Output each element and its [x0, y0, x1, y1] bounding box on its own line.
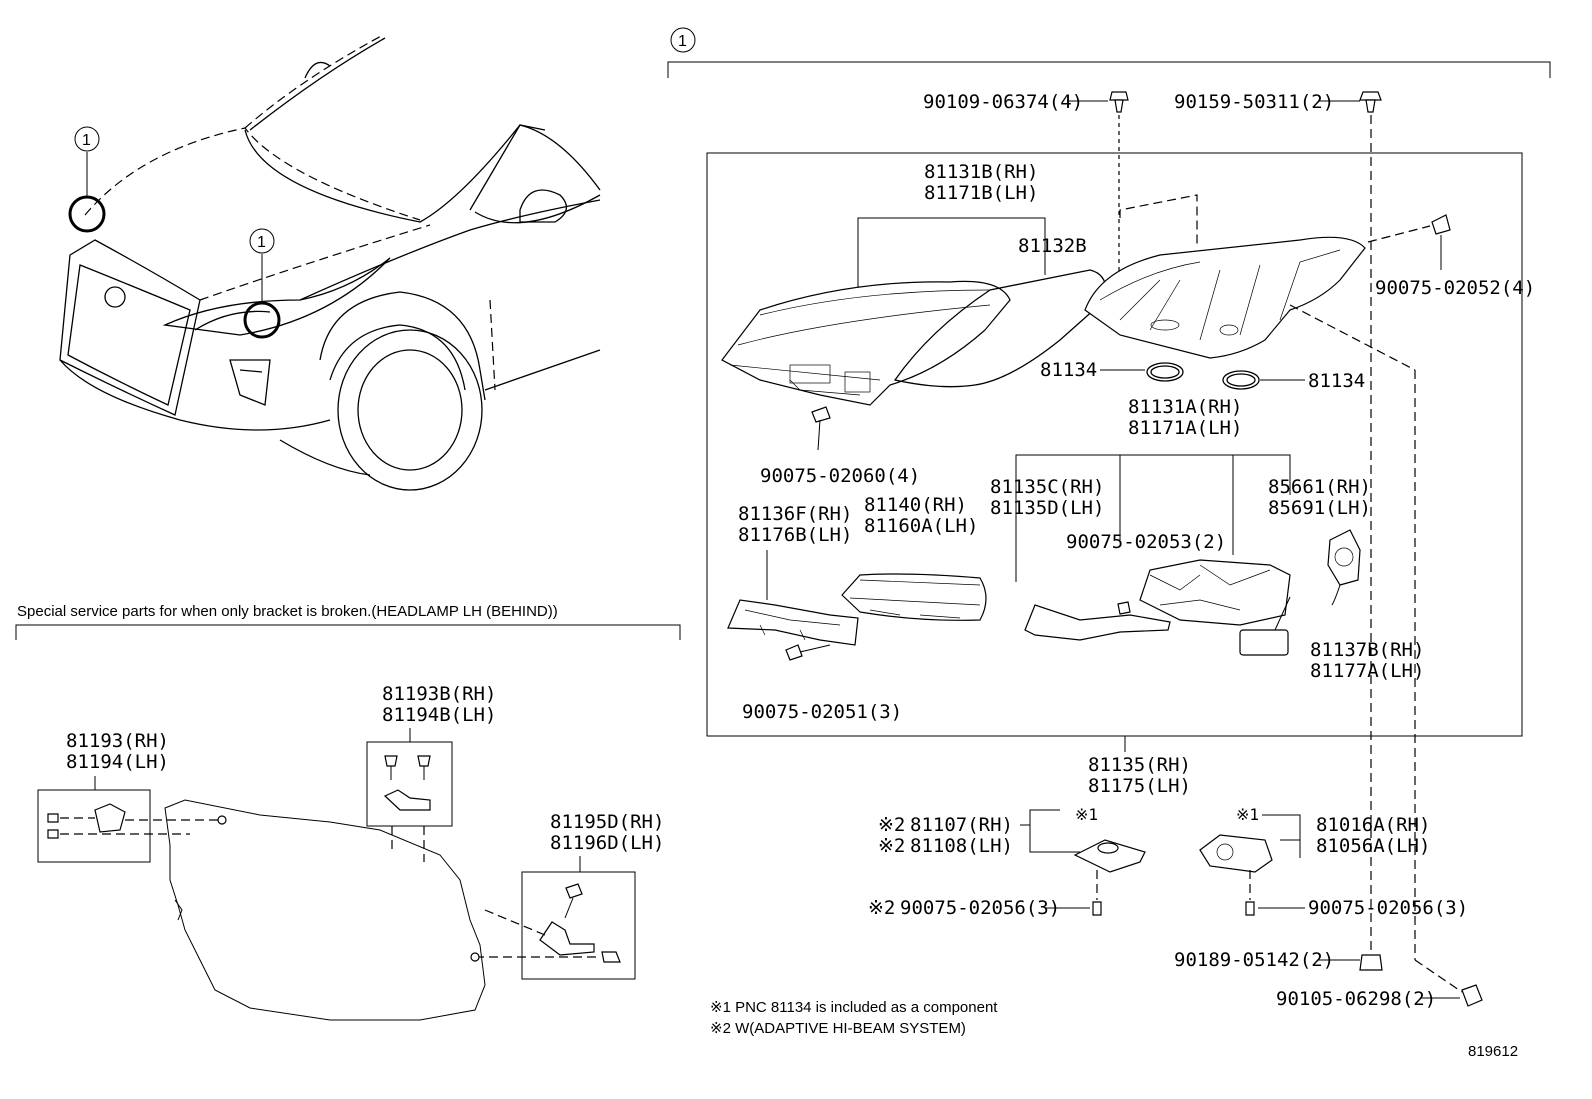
label-81131B: 81131B(RH) [924, 161, 1038, 183]
label-90189-05142: 90189-05142(2) [1174, 949, 1334, 971]
label-81171B: 81171B(LH) [924, 182, 1038, 204]
label-81193: 81193(RH) [66, 730, 169, 752]
label-90075-02060: 90075-02060(4) [760, 465, 920, 487]
label-81196D: 81196D(LH) [550, 832, 664, 854]
label-81108: 81108(LH) [910, 835, 1013, 857]
label-81107-part: 81107(RH) [910, 814, 1013, 836]
label-81171A: 81171A(LH) [1128, 417, 1242, 439]
label-81135: 81135(RH) [1088, 754, 1191, 776]
bracket-repair-title: Special service parts for when only brac… [17, 603, 558, 620]
label-90105-06298: 90105-06298(2) [1276, 988, 1436, 1010]
label-computer-note: ※1 [1075, 805, 1098, 824]
label-computer-screw-mark: ※2 [868, 897, 895, 919]
label-81177A: 81177A(LH) [1310, 660, 1424, 682]
label-81135D: 81135D(LH) [990, 497, 1104, 519]
label-81175: 81175(LH) [1088, 775, 1191, 797]
label-90109-06374: 90109-06374(4) [923, 91, 1083, 113]
label-81195D: 81195D(RH) [550, 811, 664, 833]
label-90075-02052: 90075-02052(4) [1375, 277, 1535, 299]
label-81176B: 81176B(LH) [738, 524, 852, 546]
label-81194B: 81194B(LH) [382, 704, 496, 726]
callout-1-front: 1 [82, 132, 91, 149]
headlamp-assembly-group: 1 90109-06374(4) 90159-50311(2) 81131B(R… [667, 27, 1551, 1010]
label-81108-mark: ※2 [878, 835, 905, 857]
label-81137B: 81137B(RH) [1310, 639, 1424, 661]
callout-1-side: 1 [257, 234, 266, 251]
label-81132B: 81132B [1018, 235, 1087, 257]
label-90159-50311: 90159-50311(2) [1174, 91, 1334, 113]
vehicle-locator: 1 1 [59, 34, 601, 491]
callout-1-group: 1 [678, 33, 687, 50]
label-81016A: 81016A(RH) [1316, 814, 1430, 836]
label-81194: 81194(LH) [66, 751, 169, 773]
figure-id: 819612 [1468, 1043, 1518, 1060]
label-90075-02056-b: 90075-02056(3) [1308, 897, 1468, 919]
note-1: ※1 PNC 81134 is included as a component [710, 999, 998, 1016]
label-81056A: 81056A(LH) [1316, 835, 1430, 857]
note-2: ※2 W(ADAPTIVE HI-BEAM SYSTEM) [710, 1020, 966, 1037]
footnotes: ※1 PNC 81134 is included as a component … [710, 999, 1518, 1060]
label-81135C: 81135C(RH) [990, 476, 1104, 498]
label-81136F: 81136F(RH) [738, 503, 852, 525]
label-81134-right: 81134 [1308, 370, 1365, 392]
label-81134-left: 81134 [1040, 359, 1097, 381]
label-85691: 85691(LH) [1268, 497, 1371, 519]
label-90075-02056-a: 90075-02056(3) [900, 897, 1060, 919]
label-leveling-note: ※1 [1236, 805, 1259, 824]
label-90075-02051: 90075-02051(3) [742, 701, 902, 723]
label-85661: 85661(RH) [1268, 476, 1371, 498]
label-81131A: 81131A(RH) [1128, 396, 1242, 418]
bracket-repair-group: Special service parts for when only brac… [15, 603, 681, 1021]
label-81107: ※2 [878, 814, 905, 836]
label-81140: 81140(RH) [864, 494, 967, 516]
label-90075-02053: 90075-02053(2) [1066, 531, 1226, 553]
label-81160A: 81160A(LH) [864, 515, 978, 537]
label-81193B: 81193B(RH) [382, 683, 496, 705]
